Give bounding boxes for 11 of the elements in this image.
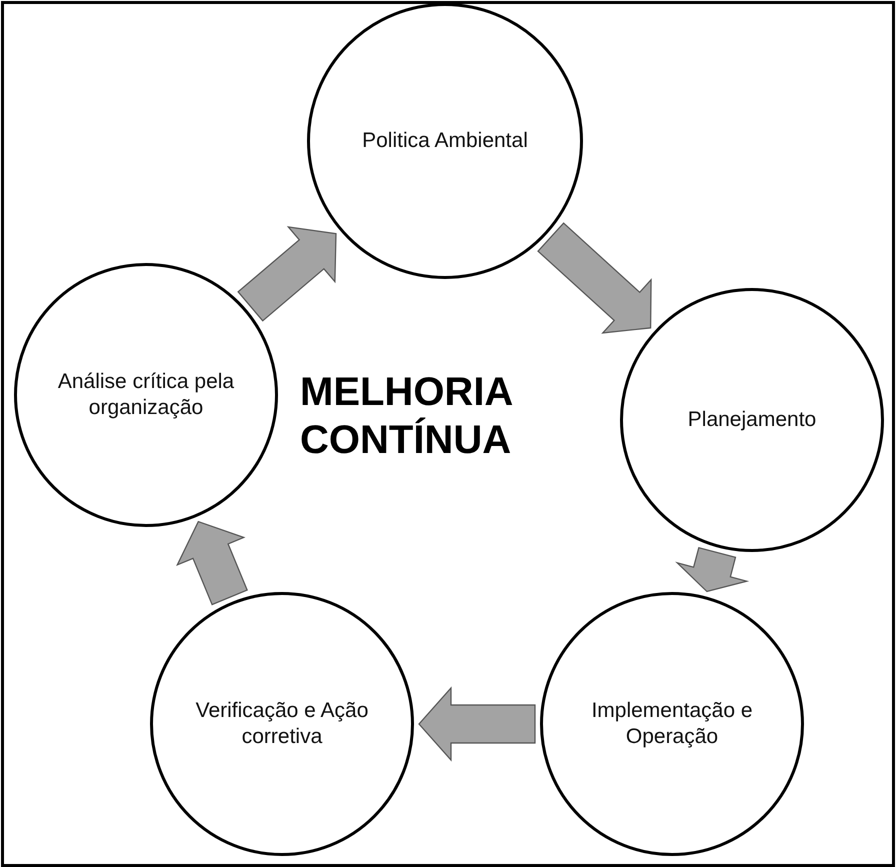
- circle-label: Implementação e Operação: [590, 698, 754, 750]
- center-title: MELHORIA CONTÍNUA: [300, 369, 514, 464]
- block-arrow: [176, 520, 248, 606]
- block-arrow: [418, 686, 536, 762]
- block-arrow: [237, 226, 337, 322]
- circle-label: Politica Ambiental: [362, 128, 528, 154]
- circle-label: Análise crítica pela organização: [56, 368, 236, 421]
- circle-label: Planejamento: [688, 406, 816, 433]
- circle-label: Verificação e Ação corretiva: [194, 698, 370, 750]
- block-arrow: [675, 546, 750, 592]
- block-arrow: [537, 222, 652, 334]
